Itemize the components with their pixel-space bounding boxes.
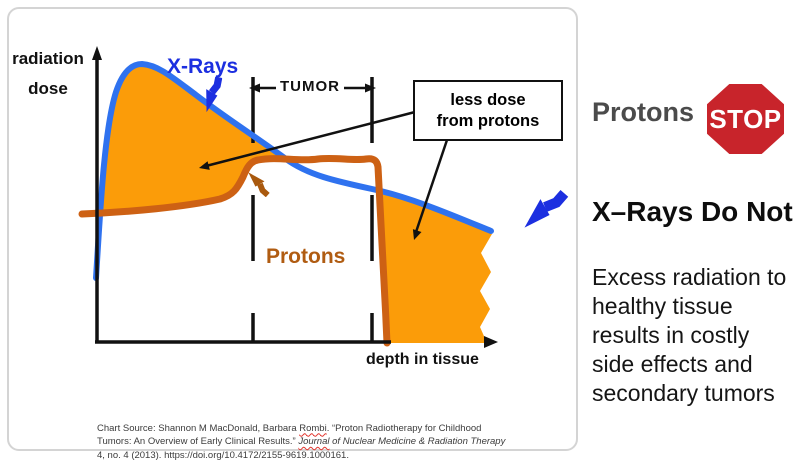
stop-sign-label: STOP xyxy=(709,103,782,134)
proton-curve-label: Protons xyxy=(266,245,346,268)
citation-journal-word: Journal xyxy=(298,436,330,447)
protons-heading: Protons xyxy=(592,97,695,127)
citation-text: . “Proton Radiotherapy for Childhood Tum… xyxy=(97,422,482,448)
tumor-span-right-arrowhead xyxy=(365,83,376,93)
stop-sign: STOP xyxy=(707,84,784,154)
x-axis-label: depth in tissue xyxy=(366,351,479,368)
citation-text: /10.4172/2155-9619.1000161. xyxy=(221,449,349,460)
panel-body-text: Excess radiation to healthy tissue resul… xyxy=(592,264,787,406)
x-axis-arrowhead xyxy=(484,336,498,348)
chart-source-citation: Chart Source: Shannon M MacDonald, Barba… xyxy=(97,408,575,460)
tumor-label: TUMOR xyxy=(276,78,344,95)
xrays-do-not-heading: X–Rays Do Not xyxy=(592,196,793,227)
less-dose-callout-box: less dose from protons xyxy=(413,80,563,141)
xray-curve-label: X-Rays xyxy=(167,55,239,78)
panel-pointer-arrow-icon xyxy=(524,190,569,228)
less-dose-callout-text: less dose from protons xyxy=(436,90,540,130)
callout-arrow-line-left xyxy=(205,110,416,168)
citation-doi: doi.org xyxy=(192,449,222,460)
y-axis-arrowhead xyxy=(92,46,102,60)
xray-curve xyxy=(93,60,494,281)
tumor-span-left-arrowhead xyxy=(249,83,260,93)
citation-text: 4, no. 4 (2013). https:// xyxy=(97,449,193,460)
callout-arrowhead-right xyxy=(412,229,422,240)
excess-dose-fill-beyond-tumor xyxy=(381,191,492,343)
citation-journal-name: of Nuclear Medicine & Radiation Therapy xyxy=(329,436,506,447)
callout-arrow-line-right xyxy=(414,136,450,233)
citation-rombi: Rombi xyxy=(299,422,327,434)
citation-text: Chart Source: Shannon M MacDonald, Barba… xyxy=(97,422,300,434)
proton-curve xyxy=(78,154,391,347)
dose-depth-chart xyxy=(78,46,498,348)
proton-pointer-arrow-icon xyxy=(248,172,270,197)
y-axis-label: radiation dose xyxy=(12,49,84,98)
callout-arrowhead-left xyxy=(199,161,210,170)
xray-pointer-arrow-icon xyxy=(206,76,223,113)
